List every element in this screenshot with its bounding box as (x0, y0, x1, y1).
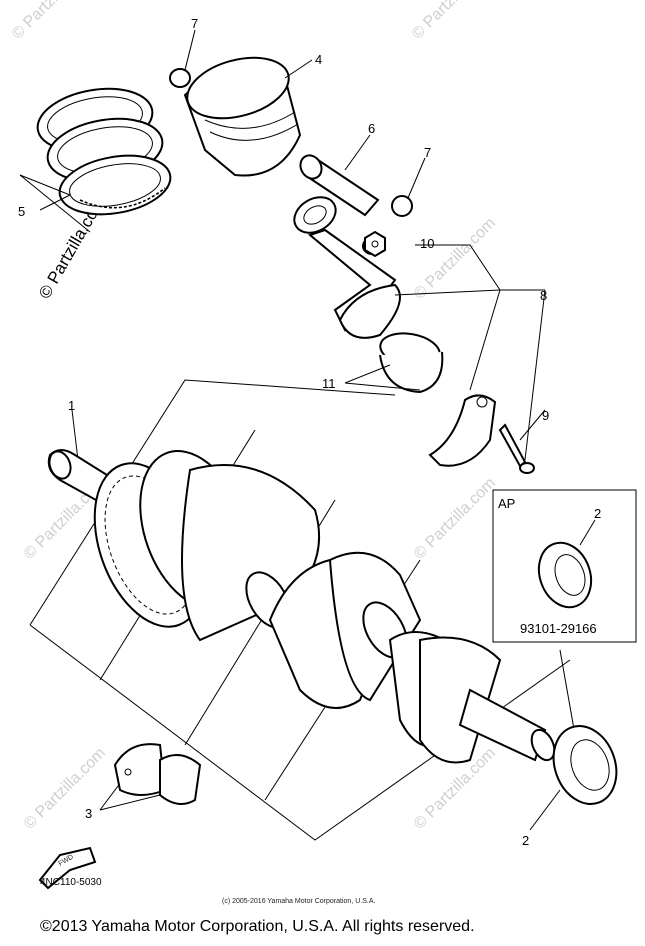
callouts: 7 4 6 7 5 10 8 11 1 9 2 3 2 (18, 16, 601, 848)
callout-9: 9 (542, 408, 549, 423)
rod-bearings (379, 332, 444, 394)
piston-pin (299, 154, 380, 217)
copyright: ©2013 Yamaha Motor Corporation, U.S.A. A… (40, 918, 475, 935)
piston (183, 56, 302, 177)
callout-7a: 7 (191, 16, 198, 31)
circlip-left (169, 68, 191, 88)
rod-bolt (498, 423, 535, 474)
callout-8: 8 (540, 288, 547, 303)
callout-5: 5 (18, 204, 25, 219)
callout-4: 4 (315, 52, 322, 67)
callout-11: 11 (322, 376, 336, 391)
callout-1: 1 (68, 398, 75, 413)
fwd-arrow-icon: FWD (38, 846, 97, 890)
watermark: © Partzilla.com (411, 475, 499, 563)
rod-cap (428, 394, 497, 467)
circlip-right (391, 195, 413, 217)
diagram-code: 4NC110-5030 (40, 877, 102, 888)
small-copyright: (c) 2005-2016 Yamaha Motor Corporation, … (222, 898, 375, 905)
watermark: © Partzilla.com (409, 0, 497, 43)
callout-6: 6 (368, 121, 375, 136)
oil-seal (552, 725, 618, 805)
watermark: © Partzilla.com (9, 0, 97, 43)
watermark: © Partzilla.com (411, 215, 499, 303)
crankshaft (47, 449, 556, 764)
leader-lines (19, 29, 596, 831)
callout-3: 3 (85, 806, 92, 821)
piston-rings (36, 87, 172, 216)
inset-tag: AP (498, 496, 515, 511)
rod-nut (364, 230, 386, 258)
inset-box: AP 93101-29166 (492, 489, 637, 643)
main-bearings (113, 743, 202, 805)
callout-2b: 2 (522, 833, 529, 848)
callout-10: 10 (420, 236, 434, 251)
inset-part-number: 93101-29166 (520, 621, 597, 636)
watermark: © Partzilla.com (21, 745, 109, 833)
callout-7b: 7 (424, 145, 431, 160)
connecting-rod (293, 196, 401, 339)
callout-2a: 2 (594, 506, 601, 521)
